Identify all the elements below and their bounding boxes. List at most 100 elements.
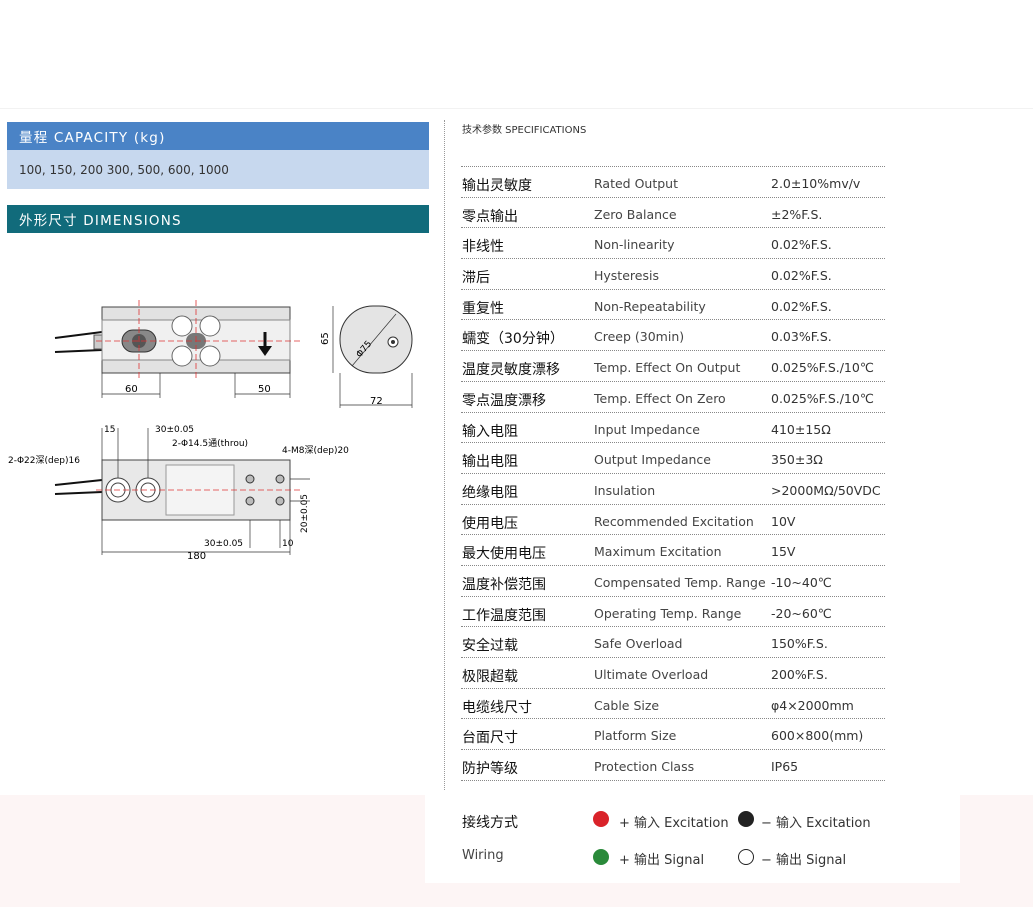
spec-row: 零点温度漂移 Temp. Effect On Zero 0.025%F.S./10℃ xyxy=(461,382,885,413)
dimension-drawings: 60 50 65 Φ75 72 15 30±0.05 2-Φ14.5 xyxy=(0,280,430,584)
spec-en: Recommended Excitation xyxy=(594,513,754,529)
wire-label-green: + 输出 Signal xyxy=(619,853,705,868)
spec-en: Safe Overload xyxy=(594,636,683,652)
spec-en: Non-linearity xyxy=(594,237,675,253)
spec-row: 温度灵敏度漂移 Temp. Effect On Output 0.025%F.S./… xyxy=(461,351,885,382)
spec-value: 0.02%F.S. xyxy=(771,237,832,253)
spec-value: 0.03%F.S. xyxy=(771,329,832,345)
spec-value: φ4×2000mm xyxy=(771,697,854,713)
dimensions-header: 外形尺寸 DIMENSIONS xyxy=(7,205,429,233)
white-wire-dot xyxy=(738,849,754,865)
dim-width: 72 xyxy=(370,396,383,407)
spec-cn: 电缆线尺寸 xyxy=(462,699,532,716)
spec-en: Non-Repeatability xyxy=(594,298,706,314)
spec-cn: 温度灵敏度漂移 xyxy=(462,362,560,379)
spec-row: 绝缘电阻 Insulation >2000MΩ/50VDC xyxy=(461,474,885,505)
spec-value: 600×800(mm) xyxy=(771,728,864,744)
wiring-title-en: Wiring xyxy=(462,848,504,863)
capacity-header: 量程 CAPACITY (kg) xyxy=(7,122,429,150)
load-cell-side-view: 60 50 xyxy=(54,300,300,398)
spec-row: 输出灵敏度 Rated Output 2.0±10%mv/v xyxy=(461,167,885,198)
spec-value: 200%F.S. xyxy=(771,667,828,682)
spec-en: Platform Size xyxy=(594,728,677,744)
spec-cn: 蠕变（30分钟） xyxy=(462,331,564,348)
spec-cn: 台面尺寸 xyxy=(462,730,518,747)
spec-value: 0.025%F.S./10℃ xyxy=(771,360,874,376)
spec-value: 410±15Ω xyxy=(771,421,831,437)
dim-30-bottom: 30±0.05 xyxy=(204,539,243,549)
spec-en: Insulation xyxy=(594,482,656,498)
spec-en: Maximum Excitation xyxy=(594,544,722,560)
spec-value: 15V xyxy=(771,544,796,560)
spec-cn: 极限超载 xyxy=(462,669,518,685)
spec-value: 2.0±10%mv/v xyxy=(771,176,861,191)
spec-value: IP65 xyxy=(771,759,799,775)
spec-row: 非线性 Non-linearity 0.02%F.S. xyxy=(461,228,885,260)
spec-cn: 使用电压 xyxy=(462,515,518,532)
spec-en: Ultimate Overload xyxy=(594,667,709,682)
wire-label-red: + 输入 Excitation xyxy=(619,816,729,831)
spec-value: 350±3Ω xyxy=(771,452,823,468)
dim-20: 20±0.05 xyxy=(300,494,310,533)
wire-label-white: − 输出 Signal xyxy=(761,853,847,868)
black-wire-dot xyxy=(738,811,754,827)
wiring-title-cn: 接线方式 xyxy=(462,815,518,831)
spec-cn: 安全过载 xyxy=(462,638,518,655)
wire-label-black: − 输入 Excitation xyxy=(761,816,871,831)
spec-en: Compensated Temp. Range xyxy=(594,574,766,590)
spec-row: 安全过载 Safe Overload 150%F.S. xyxy=(461,627,885,658)
spec-cn: 防护等级 xyxy=(462,761,518,778)
spec-cn: 温度补偿范围 xyxy=(462,576,546,593)
spec-value: -10~40℃ xyxy=(771,574,832,590)
spec-en: Temp. Effect On Output xyxy=(594,360,741,376)
spec-en: Zero Balance xyxy=(594,206,677,222)
column-divider xyxy=(444,120,445,790)
spec-cn: 最大使用电压 xyxy=(462,546,546,563)
spec-cn: 零点温度漂移 xyxy=(462,392,546,409)
spec-cn: 重复性 xyxy=(462,300,504,317)
spec-cn: 非线性 xyxy=(462,239,504,256)
spec-value: 150%F.S. xyxy=(771,636,828,652)
dim-30-top: 30±0.05 xyxy=(155,425,194,435)
spec-en: Cable Size xyxy=(594,697,660,713)
load-cell-end-view: 65 Φ75 72 xyxy=(320,305,413,408)
dim-total-length: 180 xyxy=(187,551,206,562)
spec-value: >2000MΩ/50VDC xyxy=(771,482,881,498)
spec-value: -20~60℃ xyxy=(771,605,832,621)
spec-row: 输出电阻 Output Impedance 350±3Ω xyxy=(461,443,885,474)
dim-hole-through: 2-Φ14.5通(throu) xyxy=(172,438,248,449)
spec-en: Rated Output xyxy=(594,176,678,191)
spec-row: 最大使用电压 Maximum Excitation 15V xyxy=(461,535,885,566)
spec-cn: 滞后 xyxy=(462,270,490,287)
dim-10: 10 xyxy=(282,539,294,549)
dim-len-right: 50 xyxy=(258,384,271,395)
spec-cn: 绝缘电阻 xyxy=(462,484,518,501)
spec-en: Hysteresis xyxy=(594,268,659,284)
spec-value: 0.025%F.S./10℃ xyxy=(771,390,874,406)
spec-row: 蠕变（30分钟）Creep (30min)0.03%F.S. xyxy=(461,320,885,352)
spec-cn: 输出灵敏度 xyxy=(462,178,532,194)
top-divider xyxy=(0,108,1033,109)
green-wire-dot xyxy=(593,849,609,865)
spec-en: Temp. Effect On Zero xyxy=(594,390,726,406)
dim-15: 15 xyxy=(104,425,115,435)
specifications-title: 技术参数 SPECIFICATIONS xyxy=(462,125,587,136)
spec-row: 温度补偿范围 Compensated Temp. Range -10~40℃ xyxy=(461,566,885,597)
wiring-legend: 接线方式 Wiring + 输入 Excitation − 输入 Excitat… xyxy=(425,795,960,883)
spec-row: 电缆线尺寸 Cable Size φ4×2000mm xyxy=(461,689,885,720)
spec-row: 极限超载 Ultimate Overload 200%F.S. xyxy=(461,658,885,689)
dim-hole-m8: 4-M8深(dep)20 xyxy=(282,445,349,456)
dim-len-left: 60 xyxy=(125,384,138,395)
spec-en: Output Impedance xyxy=(594,452,711,468)
spec-cn: 输入电阻 xyxy=(462,423,518,440)
capacity-values: 100, 150, 200 300, 500, 600, 1000 xyxy=(7,150,429,189)
spec-cn: 输出电阻 xyxy=(462,454,518,471)
